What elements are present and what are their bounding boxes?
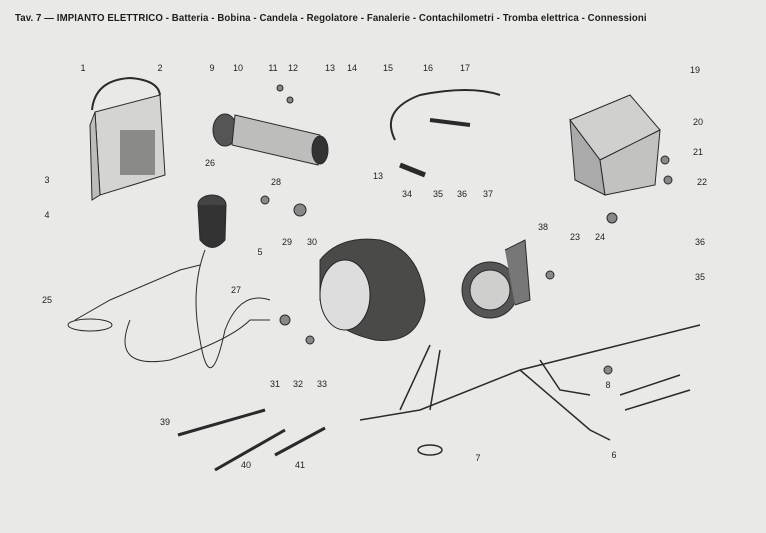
callout-24: 24 <box>594 232 606 242</box>
callout-20: 20 <box>692 117 704 127</box>
callout-1: 1 <box>80 63 86 73</box>
callout-11: 11 <box>268 63 278 73</box>
speedometer <box>67 194 271 368</box>
callout-35b: 35 <box>694 272 706 282</box>
callout-33: 33 <box>316 379 328 389</box>
wiring-harness <box>359 324 701 456</box>
callout-28: 28 <box>270 177 282 187</box>
callout-9: 9 <box>209 63 215 73</box>
callout-38: 38 <box>537 222 549 232</box>
cable-clips <box>177 408 326 472</box>
callout-14: 14 <box>346 63 358 73</box>
callout-6: 6 <box>611 450 617 460</box>
electric-horn <box>461 239 531 319</box>
headlight <box>319 238 426 341</box>
callout-40: 40 <box>240 460 252 470</box>
callout-36b: 36 <box>694 237 706 247</box>
callout-34: 34 <box>401 189 413 199</box>
plate-title: Tav. 7 — IMPIANTO ELETTRICO - Batteria -… <box>15 12 647 24</box>
callout-32: 32 <box>292 379 304 389</box>
callout-41: 41 <box>294 460 306 470</box>
callout-39: 39 <box>159 417 171 427</box>
callout-22: 22 <box>696 177 708 187</box>
callout-5: 5 <box>257 247 263 257</box>
callout-31: 31 <box>269 379 281 389</box>
callout-10: 10 <box>232 63 244 73</box>
callout-7: 7 <box>475 453 481 463</box>
callout-13b: 13 <box>372 171 384 181</box>
callout-16: 16 <box>422 63 434 73</box>
callout-12: 12 <box>287 63 299 73</box>
callout-26: 26 <box>204 158 216 168</box>
callout-25: 25 <box>41 295 53 305</box>
callout-13: 13 <box>324 63 336 73</box>
ignition-coil <box>212 113 329 166</box>
callout-29: 29 <box>281 237 293 247</box>
voltage-regulator <box>569 94 661 196</box>
callout-15: 15 <box>382 63 394 73</box>
callout-35: 35 <box>432 189 444 199</box>
callout-30: 30 <box>306 237 318 247</box>
spark-plug-cable <box>390 89 501 178</box>
callout-37: 37 <box>482 189 494 199</box>
callout-3: 3 <box>44 175 50 185</box>
callout-27: 27 <box>230 285 242 295</box>
callout-19: 19 <box>689 65 701 75</box>
callout-8: 8 <box>605 380 611 390</box>
callout-23: 23 <box>569 232 581 242</box>
callout-4: 4 <box>44 210 50 220</box>
callout-2: 2 <box>157 63 163 73</box>
callout-36: 36 <box>456 189 468 199</box>
callout-17: 17 <box>459 63 471 73</box>
callout-21: 21 <box>692 147 704 157</box>
small-parts <box>260 84 673 375</box>
battery <box>89 76 166 201</box>
